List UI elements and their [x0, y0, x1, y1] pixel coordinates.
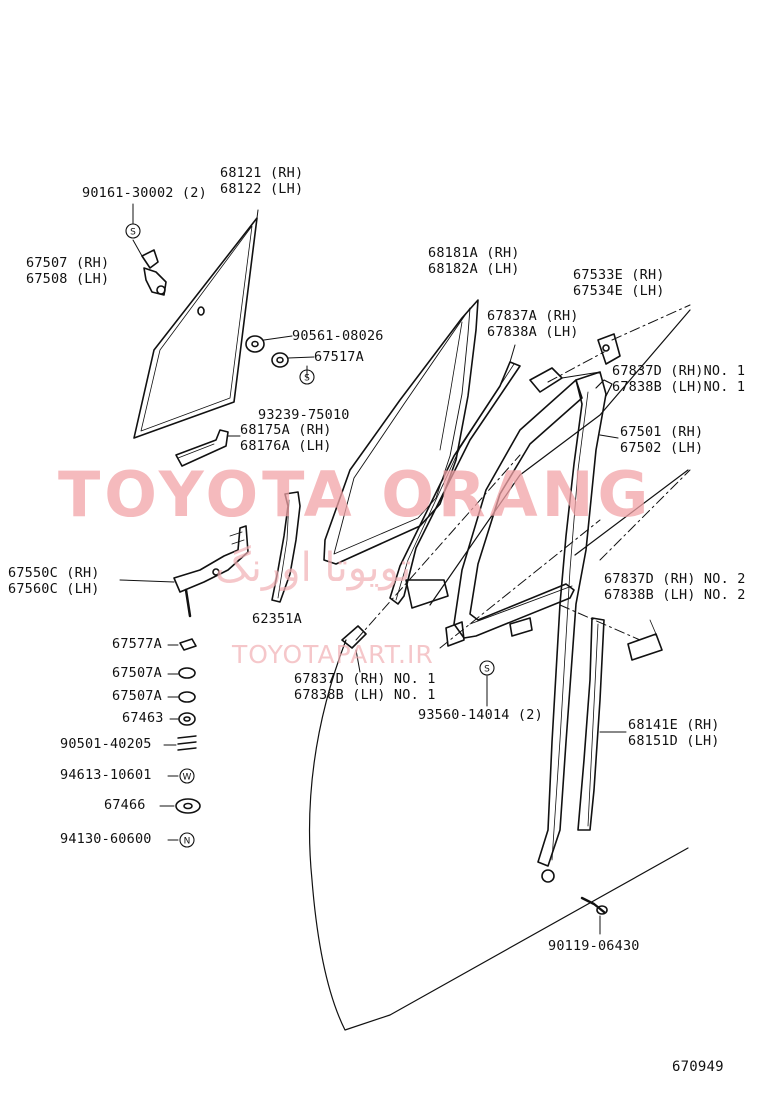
label-90119: 90119-06430 — [548, 938, 640, 954]
label-93239: 93239-75010 — [258, 407, 350, 423]
label-68176a: 68176A (LH) — [240, 438, 332, 454]
channel-67837a-part — [389, 344, 521, 609]
nut-symbol: N — [184, 837, 191, 847]
door-outline — [308, 309, 691, 1031]
circled-symbols — [125, 223, 495, 848]
label-67508-lh: 67508 (LH) — [26, 271, 110, 287]
label-67534e: 67534E (LH) — [573, 283, 665, 299]
label-67466: 67466 — [104, 797, 146, 813]
label-67838a: 67838A (LH) — [487, 324, 579, 340]
label-68175a: 68175A (RH) — [240, 422, 332, 438]
label-68181a: 68181A (RH) — [428, 245, 520, 261]
guide-lines — [355, 304, 691, 649]
label-68122: 68122 (LH) — [220, 181, 304, 197]
glass-run-68181a-part — [323, 299, 479, 565]
label-94130: 94130-60600 — [60, 831, 152, 847]
label-94613: 94613-10601 — [60, 767, 152, 783]
bracket-67507-part — [132, 239, 167, 296]
sealant-symbol-3: S — [484, 665, 490, 675]
label-90161: 90161-30002 (2) — [82, 185, 207, 201]
weatherstrip-62351a-part — [271, 491, 301, 603]
diagram-number: 670949 — [672, 1059, 724, 1075]
label-67533e: 67533E (RH) — [573, 267, 665, 283]
label-93560: 93560-14014 (2) — [418, 707, 543, 723]
watermark-brand-fa: تویوتا اورنگ — [215, 545, 412, 591]
label-67550c: 67550C (RH) — [8, 565, 100, 581]
label-90561: 90561-08026 — [292, 328, 384, 344]
sealant-symbol-2: S — [304, 374, 310, 384]
bolt-90119-part — [580, 896, 608, 935]
label-67838b-bottom: 67838B (LH) NO. 1 — [294, 687, 436, 703]
quarter-glass-part — [133, 209, 259, 439]
label-68121: 68121 (RH) — [220, 165, 304, 181]
label-67838b-top: 67838B (LH)NO. 1 — [612, 379, 746, 395]
label-90501: 90501-40205 — [60, 736, 152, 752]
label-67507-rh: 67507 (RH) — [26, 255, 110, 271]
sealant-symbol-1: S — [130, 228, 136, 238]
hardware-stack — [132, 203, 308, 841]
label-67517a: 67517A — [314, 349, 364, 365]
label-67463: 67463 — [122, 710, 164, 726]
label-67507a-1: 67507A — [112, 665, 162, 681]
label-68182a: 68182A (LH) — [428, 261, 520, 277]
label-62351a: 62351A — [252, 611, 302, 627]
label-67837d-bottom: 67837D (RH) NO. 1 — [294, 671, 436, 687]
spacer-block-bottom-part — [341, 625, 367, 673]
arm-67550c-part — [119, 525, 249, 618]
label-67507a-2: 67507A — [112, 688, 162, 704]
sash-frame-67501-part — [445, 371, 619, 883]
run-channel-68141e-part — [577, 617, 627, 831]
label-68151d: 68151D (LH) — [628, 733, 720, 749]
label-67837d-top: 67837D (RH)NO. 1 — [612, 363, 746, 379]
label-67837d-no2: 67837D (RH) NO. 2 — [604, 571, 746, 587]
watermark-brand: TOYOTA ORANG — [58, 458, 653, 531]
label-67837a: 67837A (RH) — [487, 308, 579, 324]
filler-68175a-part — [175, 429, 241, 467]
label-67501: 67501 (RH) — [620, 424, 704, 440]
grommet-part — [245, 335, 293, 353]
spacer-block-top-part — [529, 367, 601, 393]
bracket-67533e-part — [595, 333, 621, 397]
clip-67517a-part — [271, 352, 315, 368]
label-67838b-no2: 67838B (LH) NO. 2 — [604, 587, 746, 603]
label-67502: 67502 (LH) — [620, 440, 704, 456]
spacer-block-no2-part — [627, 619, 663, 661]
label-67577a: 67577A — [112, 636, 162, 652]
washer-symbol: W — [183, 773, 192, 783]
watermark-url: TOYOTAPART.IR — [232, 640, 434, 669]
label-67560c: 67560C (LH) — [8, 581, 100, 597]
label-68141e: 68141E (RH) — [628, 717, 720, 733]
